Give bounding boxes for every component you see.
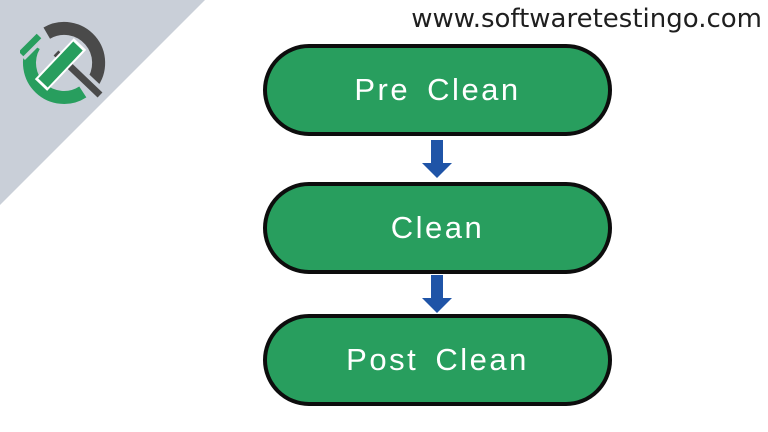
flow-node-pre-clean: Pre Clean	[263, 44, 612, 136]
flow-node-clean: Clean	[263, 182, 612, 274]
flow-node-label: Clean	[390, 210, 485, 245]
logo-ring-dark-arc	[43, 21, 106, 89]
website-url: www.softwaretestingo.com	[411, 4, 762, 34]
arrow-down-icon	[422, 140, 452, 178]
flow-node-label: Post Clean	[346, 342, 529, 377]
softwaretestingo-logo	[20, 21, 109, 104]
logo-ring-green-arc	[23, 42, 87, 104]
arrow-down-icon	[422, 275, 452, 313]
flow-node-label: Pre Clean	[354, 72, 521, 107]
logo-stripe	[20, 33, 42, 57]
logo-gavel-head	[38, 41, 83, 88]
flow-node-post-clean: Post Clean	[263, 314, 612, 406]
